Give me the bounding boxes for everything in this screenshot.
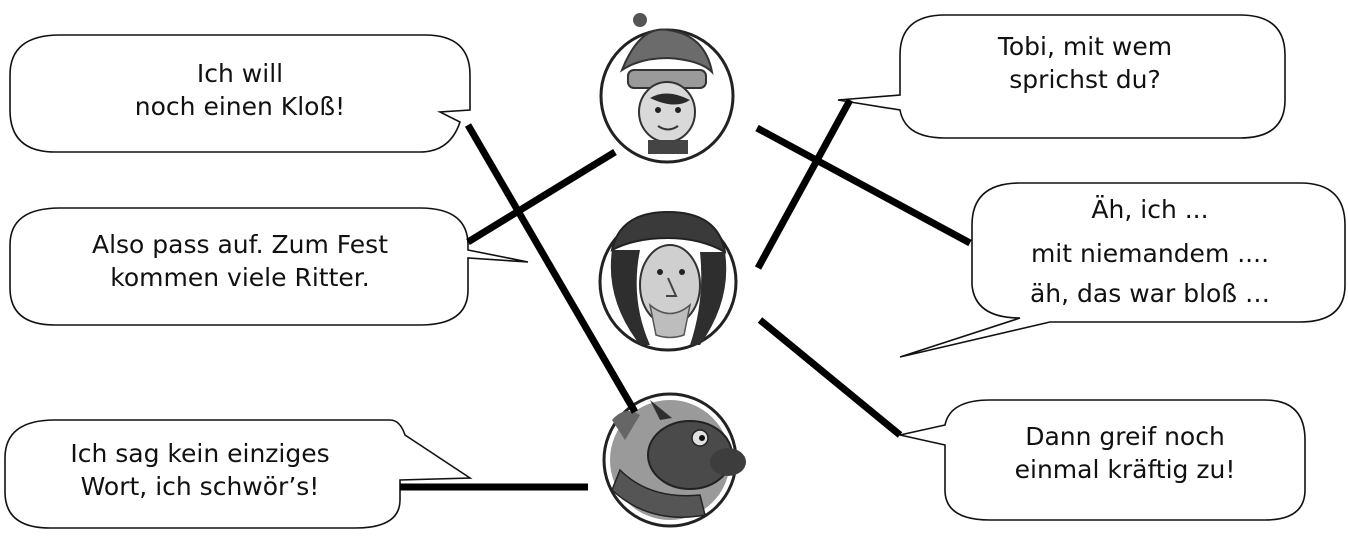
bubble-shape [899, 182, 1346, 358]
bubble-line-2: sprichst du? [1009, 65, 1160, 94]
bubble-line-1: Ich will [197, 59, 283, 88]
connector-oldman-to-greif [757, 317, 903, 438]
scarf-icon [611, 468, 706, 518]
headcloth-icon [690, 252, 727, 345]
speech-bubble-mid-left: Also pass auf. Zum Fest kommen viele Rit… [9, 207, 529, 326]
collar-icon [648, 140, 688, 154]
bubble-line-1: Also pass auf. Zum Fest [92, 230, 388, 259]
nose-icon [666, 277, 678, 297]
face-icon [638, 81, 696, 143]
wing-icon [612, 411, 640, 440]
bubble-shape [899, 399, 1306, 521]
bubble-shape [837, 14, 1286, 139]
connector-knight-to-aeh [755, 124, 972, 247]
knight-boy-portrait [599, 13, 735, 164]
bubble-line-2: Wort, ich schwör’s! [81, 472, 320, 501]
bubble-line-1: Ich sag kein einziges [70, 439, 329, 468]
bubble-line-1: Äh, ich ... [1091, 195, 1208, 224]
bubble-shape [9, 34, 471, 153]
speech-bubble-bottom-right: Dann greif noch einmal kräftig zu! [899, 399, 1306, 521]
connector-lines [400, 98, 972, 491]
bubble-line-1: Dann greif noch [1025, 422, 1225, 451]
pupil-icon [699, 435, 705, 441]
bubble-line-2: noch einen Kloß! [135, 92, 345, 121]
hair-icon [650, 93, 690, 105]
mouth-icon [657, 125, 679, 131]
eye-icon [679, 269, 685, 275]
turban-icon [610, 210, 727, 254]
speech-bubble-bottom-left: Ich sag kein einziges Wort, ich schwör’s… [4, 419, 473, 529]
bubble-line-2: mit niemandem .... [1031, 239, 1269, 268]
speech-bubble-mid-right: Äh, ich ... mit niemandem .... äh, das w… [899, 182, 1346, 358]
connector-kloss-to-dragon [464, 123, 639, 414]
eye-icon [657, 269, 663, 275]
bubble-line-2: kommen viele Ritter. [110, 263, 369, 292]
connector-oldman-to-tobi [754, 98, 854, 270]
connector-fest-to-knight [466, 149, 617, 245]
old-man-portrait [598, 210, 738, 352]
snout-icon [710, 448, 746, 476]
speech-bubble-top-left: Ich will noch einen Kloß! [9, 34, 471, 153]
bubble-line-1: Tobi, mit wem [997, 32, 1172, 61]
bubble-shape [4, 419, 473, 529]
horn-icon [650, 400, 672, 420]
dragon-portrait [602, 392, 746, 528]
bubble-line-3: äh, das war bloß … [1030, 279, 1270, 308]
eye-icon [655, 107, 661, 113]
bubble-shape [9, 207, 529, 326]
speech-bubble-top-right: Tobi, mit wem sprichst du? [837, 14, 1286, 139]
eye-icon [675, 107, 681, 113]
bubble-line-2: einmal kräftig zu! [1015, 455, 1236, 484]
beard-icon [648, 303, 692, 339]
knit-hat-icon [619, 28, 714, 75]
pompom-icon [633, 13, 647, 27]
headcloth-icon [610, 250, 650, 345]
